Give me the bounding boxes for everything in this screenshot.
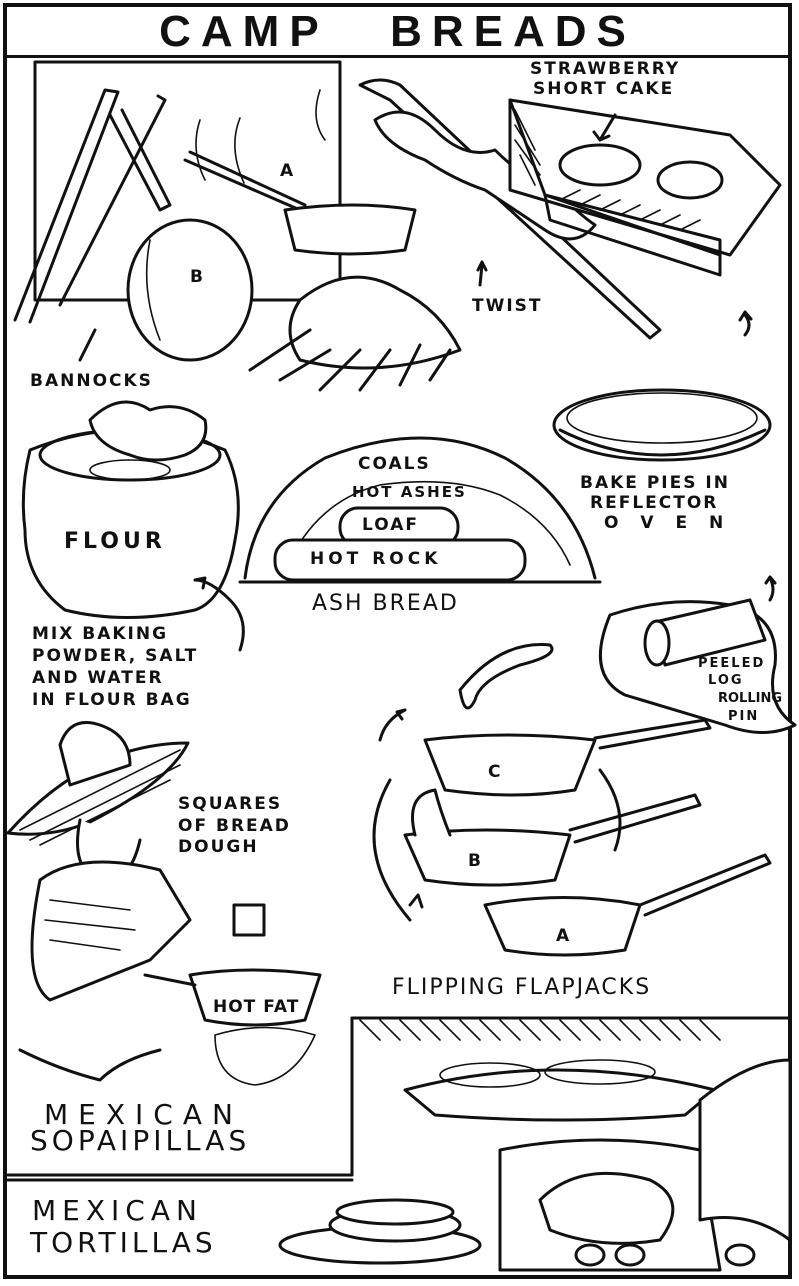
hot-fat-label: HOT FAT [213,997,300,1017]
rolling-pin-label-line3: ROLLING [718,691,783,706]
page-title: CAMP BREADS [159,7,636,56]
sopaipillas-title-line1: MEXICAN [44,1098,243,1131]
tortillas-title-line2: TORTILLAS [30,1226,217,1259]
flapjack-pan-label-a: A [556,926,572,946]
rolling-pin-label-line1: PEELED [698,656,766,671]
strawberry-label-line1: STRAWBERRY [530,59,681,79]
ash-layer-hot-rock: HOT ROCK [310,549,442,569]
ash-bread-title: ASH BREAD [312,591,459,616]
ash-layer-loaf: LOAF [362,515,419,535]
flapjacks-title: FLIPPING FLAPJACKS [392,975,652,1000]
sopaipillas-note-line2: OF BREAD [178,816,291,836]
rolling-pin-label-line4: PIN [728,709,760,724]
strawberry-label-line2: SHORT CAKE [533,79,675,99]
pan-label-b: B [190,267,205,287]
flapjack-pan-label-b: B [468,851,483,871]
flour-instructions-line2: POWDER, SALT [32,646,199,666]
page-frame [3,3,792,1279]
rolling-pin-label-line2: LOG [708,673,744,688]
twist-label: TWIST [472,296,543,316]
bannocks-illustration [13,60,462,392]
flapjacks-illustration [372,643,772,957]
ash-layer-hot-ashes: HOT ASHES [352,483,467,501]
sopaipillas-illustration [6,721,322,1086]
reflector-label-line2: REFLECTOR [590,493,719,513]
flour-bag-illustration [21,400,245,652]
reflector-label-line1: BAKE PIES IN [580,473,730,493]
sopaipillas-note-line1: SQUARES [178,794,283,814]
sopaipillas-title-line2: SOPAIPILLAS [30,1124,251,1157]
pan-label-a: A [280,161,296,181]
title-bar: CAMP BREADS [3,3,792,58]
ash-bread-illustration [238,436,602,584]
reflector-label-line3: O V E N [604,513,732,533]
flour-instructions-line3: AND WATER [32,668,164,688]
tortillas-title-line1: MEXICAN [32,1194,203,1227]
flour-instructions-line4: IN FLOUR BAG [32,690,192,710]
pie-dish-illustration [552,388,772,462]
flour-bag-label: FLOUR [64,529,166,554]
flour-instructions-line1: MIX BAKING [32,624,169,644]
sopaipillas-note-line3: DOUGH [178,837,259,857]
bannocks-label: BANNOCKS [30,371,153,391]
twist-illustration [358,78,662,340]
flapjack-pan-label-c: C [488,762,503,782]
reflector-oven-illustration [508,98,782,337]
ash-layer-coals: COALS [358,454,431,474]
tortillas-illustration [6,1016,792,1272]
rolling-pin-illustration [598,575,797,734]
